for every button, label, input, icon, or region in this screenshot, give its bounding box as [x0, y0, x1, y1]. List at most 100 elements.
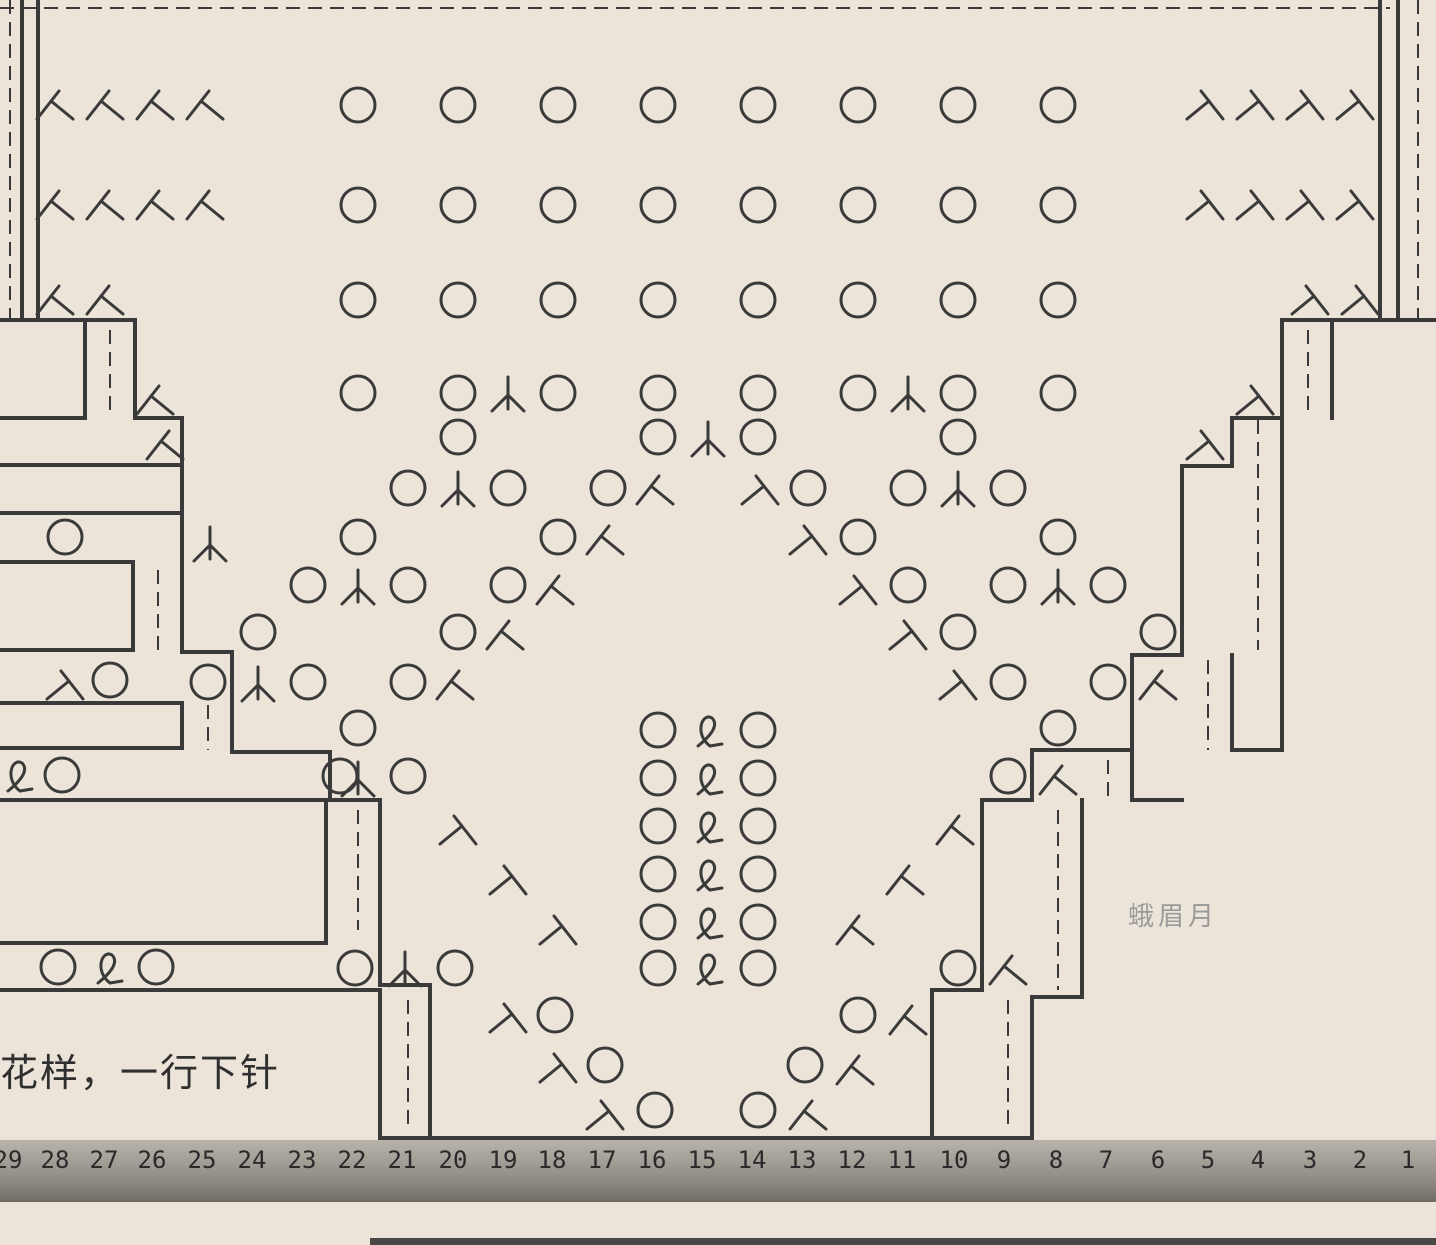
chart-outline [0, 318, 87, 420]
yarn-over-symbol [1039, 186, 1077, 224]
k2tog-symbol [835, 914, 875, 946]
yarn-over-symbol [389, 757, 427, 795]
yarn-over-symbol [439, 86, 477, 124]
ruler-number: 9 [996, 1146, 1012, 1174]
ruler-number: 7 [1098, 1146, 1114, 1174]
ssk-symbol [538, 914, 578, 946]
yarn-over-symbol [239, 613, 277, 651]
yarn-over-symbol [939, 949, 977, 987]
chart-outline [0, 798, 328, 945]
yarn-over-symbol [539, 374, 577, 412]
cdd-symbol [940, 470, 976, 508]
yarn-over-symbol [389, 566, 427, 604]
ssk-symbol [888, 619, 928, 651]
ruler-number: 3 [1302, 1146, 1318, 1174]
cdd-symbol [440, 470, 476, 508]
k2tog-symbol [435, 669, 475, 701]
ssk-symbol [1185, 189, 1225, 221]
twisted-symbol [696, 715, 724, 748]
ssk-symbol [1340, 284, 1380, 316]
yarn-over-symbol [639, 855, 677, 893]
k2tog-symbol [135, 384, 175, 416]
watermark-logo: 蛾眉月 [1128, 902, 1219, 932]
yarn-over-symbol [189, 663, 227, 701]
cdd-symbol [490, 375, 526, 413]
yarn-over-symbol [43, 756, 81, 794]
yarn-over-symbol [839, 86, 877, 124]
ruler-number: 11 [887, 1146, 917, 1174]
yarn-over-symbol [137, 948, 175, 986]
yarn-over-symbol [989, 469, 1027, 507]
k2tog-symbol [135, 89, 175, 121]
yarn-over-symbol [939, 281, 977, 319]
ruler-number: 23 [287, 1146, 317, 1174]
ssk-symbol [585, 1099, 625, 1131]
yarn-over-symbol [1089, 663, 1127, 701]
yarn-over-symbol [539, 86, 577, 124]
yarn-over-symbol [639, 418, 677, 456]
yarn-over-symbol [989, 566, 1027, 604]
ruler-number: 26 [137, 1146, 167, 1174]
yarn-over-symbol [389, 663, 427, 701]
yarn-over-symbol [939, 86, 977, 124]
pattern-caption: 花样，一行下针 [0, 1051, 281, 1095]
cdd-symbol [340, 760, 376, 798]
yarn-over-symbol [339, 709, 377, 747]
yarn-over-symbol [489, 566, 527, 604]
yarn-over-symbol [539, 281, 577, 319]
yarn-over-symbol [439, 613, 477, 651]
ruler-number: 5 [1200, 1146, 1216, 1174]
yarn-over-symbol [339, 186, 377, 224]
ruler-number: 12 [837, 1146, 867, 1174]
cdd-symbol [240, 665, 276, 703]
ssk-symbol [1285, 189, 1325, 221]
ssk-symbol [488, 1002, 528, 1034]
yarn-over-symbol [889, 566, 927, 604]
k2tog-symbol [35, 89, 75, 121]
ruler-number: 29 [0, 1146, 23, 1174]
yarn-over-symbol [539, 518, 577, 556]
yarn-over-symbol [536, 996, 574, 1034]
yarn-over-symbol [939, 613, 977, 651]
twisted-symbol [696, 763, 724, 796]
k2tog-symbol [35, 189, 75, 221]
stitch-ruler [0, 1140, 1436, 1202]
yarn-over-symbol [1039, 374, 1077, 412]
yarn-over-symbol [1039, 709, 1077, 747]
ruler-number: 6 [1150, 1146, 1166, 1174]
yarn-over-symbol [939, 418, 977, 456]
ruler-number: 27 [89, 1146, 119, 1174]
chart-outline [1130, 748, 1184, 802]
ruler-number: 18 [537, 1146, 567, 1174]
ssk-symbol [438, 814, 478, 846]
yarn-over-symbol [839, 996, 877, 1034]
yarn-over-symbol [739, 1091, 777, 1129]
yarn-over-symbol [639, 949, 677, 987]
yarn-over-symbol [839, 518, 877, 556]
yarn-over-symbol [786, 1046, 824, 1084]
ruler-number: 19 [488, 1146, 518, 1174]
cdd-symbol [690, 420, 726, 458]
ruler-number: 13 [787, 1146, 817, 1174]
yarn-over-symbol [639, 374, 677, 412]
yarn-over-symbol [939, 186, 977, 224]
ruler-number: 21 [387, 1146, 417, 1174]
yarn-over-symbol [739, 759, 777, 797]
yarn-over-symbol [839, 374, 877, 412]
yarn-over-symbol [39, 948, 77, 986]
chart-outline [1030, 798, 1084, 1140]
ssk-symbol [1235, 189, 1275, 221]
yarn-over-symbol [739, 86, 777, 124]
ssk-symbol [1335, 189, 1375, 221]
k2tog-symbol [1038, 764, 1078, 796]
yarn-over-symbol [639, 903, 677, 941]
twisted-symbol [696, 953, 724, 986]
yarn-over-symbol [739, 374, 777, 412]
k2tog-symbol [585, 524, 625, 556]
k2tog-symbol [185, 189, 225, 221]
k2tog-symbol [145, 429, 185, 461]
ruler-number: 22 [337, 1146, 367, 1174]
yarn-over-symbol [339, 374, 377, 412]
yarn-over-symbol [739, 949, 777, 987]
ssk-symbol [740, 474, 780, 506]
